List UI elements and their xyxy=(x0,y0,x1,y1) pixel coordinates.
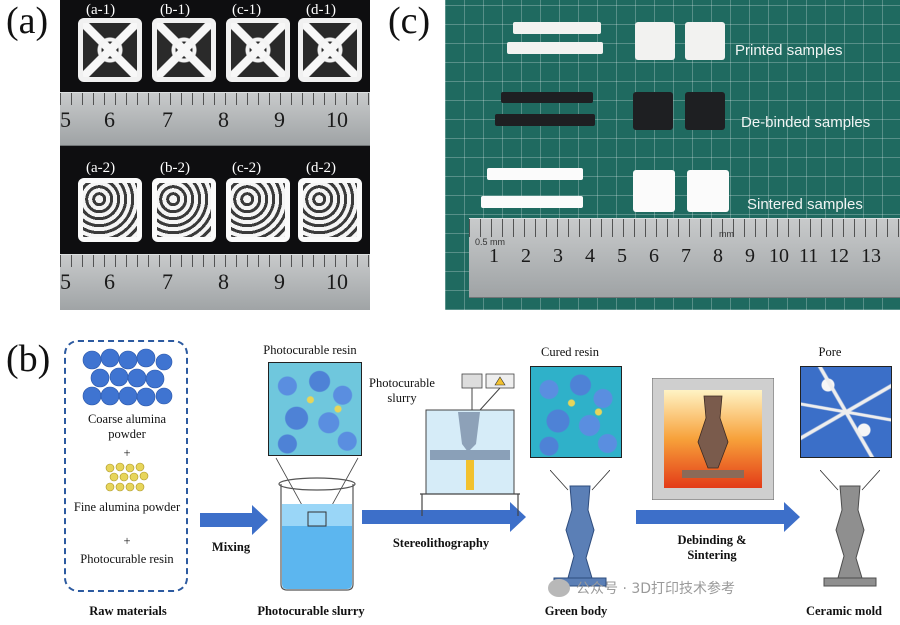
printed-bar xyxy=(513,22,601,34)
lattice-b1 xyxy=(152,18,216,82)
ruler-c-num: 8 xyxy=(713,245,723,267)
sinter-label: Debinding & Sintering xyxy=(677,533,747,562)
debinded-label: De-binded samples xyxy=(741,114,871,131)
debinded-bar xyxy=(501,92,593,103)
watermark: 公众号 · 3D打印技术参考 xyxy=(548,578,735,598)
ruler-bottom-num: 7 xyxy=(162,269,173,294)
ruler-top-num: 7 xyxy=(162,107,173,132)
panel-letter-c: (c) xyxy=(388,0,431,42)
furnace-icon xyxy=(652,378,774,500)
lattice-c2 xyxy=(226,178,290,242)
stereo-arrow xyxy=(362,502,526,532)
green-caption: Green body xyxy=(544,604,608,618)
sintered-square xyxy=(687,170,729,212)
ruler-c-num: 11 xyxy=(799,245,819,267)
ceramic-caption: Ceramic mold xyxy=(805,604,883,618)
ruler-top-num: 6 xyxy=(104,107,115,132)
ruler-c-num: 3 xyxy=(553,245,563,267)
watermark-text: 公众号 · 3D打印技术参考 xyxy=(576,581,736,597)
sintered-square xyxy=(633,170,675,212)
printed-bar xyxy=(507,42,603,54)
ceramic-mold-icon xyxy=(820,470,880,587)
ruler-top-num: 9 xyxy=(274,107,285,132)
printed-square xyxy=(685,22,725,60)
ruler-mm-text: mm xyxy=(719,229,734,239)
label-c1: (c-1) xyxy=(232,2,262,18)
ruler-c-num: 4 xyxy=(585,245,595,267)
stereo-label: Stereolithography xyxy=(392,536,490,550)
ruler-bottom-num: 8 xyxy=(218,269,229,294)
lattice-d2 xyxy=(298,178,362,242)
lattice-a2 xyxy=(78,178,142,242)
printer-icon xyxy=(420,373,520,516)
plus-sign: + xyxy=(123,446,131,460)
label-b2: (b-2) xyxy=(160,160,190,176)
sintered-bar xyxy=(481,196,583,208)
ruler-top-num: 8 xyxy=(218,107,229,132)
sintered-bar xyxy=(487,168,583,180)
coarse-powder-text: Coarse alumina powder xyxy=(87,412,167,441)
ruler-bottom-num: 6 xyxy=(104,269,115,294)
green-inset-label: Cured resin xyxy=(541,345,599,359)
lattice-a1 xyxy=(78,18,142,82)
ruler-bottom-num: 10 xyxy=(326,269,348,294)
printed-square xyxy=(635,22,675,60)
mixing-label: Mixing xyxy=(211,540,251,554)
ruler-top-num: 10 xyxy=(326,107,348,132)
ruler-c-num: 12 xyxy=(829,245,849,267)
ruler-small-text: 0.5 mm xyxy=(475,237,506,247)
label-d2: (d-2) xyxy=(306,160,336,176)
mixing-arrow xyxy=(200,505,268,535)
ruler-bottom: 5 6 7 8 9 10 xyxy=(60,254,370,310)
ruler-top: 5 6 7 8 9 10 xyxy=(60,92,370,146)
slurry-inset xyxy=(268,362,362,456)
lattice-d1 xyxy=(298,18,362,82)
ruler-bottom-num: 5 xyxy=(60,269,71,294)
ruler-bottom-num: 9 xyxy=(274,269,285,294)
label-c2: (c-2) xyxy=(232,160,262,176)
pore-label: Pore xyxy=(818,345,842,359)
coarse-powder-icon xyxy=(82,348,173,407)
ruler-c-num: 9 xyxy=(745,245,755,267)
fine-powder-text: Fine alumina powder xyxy=(73,500,181,514)
slurry-inset-label: Photocurable resin xyxy=(263,343,357,357)
sinter-arrow xyxy=(636,502,800,532)
green-inset xyxy=(530,366,622,458)
panel-c-ruler: 0.5 mm mm 1 2 3 4 5 6 7 8 9 10 11 12 13 xyxy=(469,218,900,298)
panel-a-photo: (a-1) (b-1) (c-1) (d-1) 5 6 7 8 9 10 (a-… xyxy=(60,0,370,310)
label-a2: (a-2) xyxy=(86,160,116,176)
ruler-top-num: 5 xyxy=(60,107,71,132)
ruler-c-num: 2 xyxy=(521,245,531,267)
label-a1: (a-1) xyxy=(86,2,116,18)
ruler-c-num: 7 xyxy=(681,245,691,267)
ruler-c-num: 6 xyxy=(649,245,659,267)
green-body-icon xyxy=(550,470,610,587)
debinded-square xyxy=(633,92,673,130)
raw-materials-box xyxy=(64,340,188,592)
raw-materials-caption: Raw materials xyxy=(89,604,167,618)
debinded-square xyxy=(685,92,725,130)
panel-c-photo: Printed samples De-binded samples Sinter… xyxy=(445,0,900,310)
debinded-bar xyxy=(495,114,595,126)
sintered-label: Sintered samples xyxy=(747,196,863,213)
lattice-c1 xyxy=(226,18,290,82)
printed-label: Printed samples xyxy=(735,42,843,59)
ruler-c-num: 1 xyxy=(489,245,499,267)
ruler-c-num: 10 xyxy=(769,245,789,267)
lattice-b2 xyxy=(152,178,216,242)
ruler-c-num: 13 xyxy=(861,245,881,267)
fine-powder-icon xyxy=(105,462,149,492)
wechat-icon xyxy=(548,579,570,597)
ceramic-inset xyxy=(800,366,892,458)
stereo-slurry-label: Photocurable slurry xyxy=(369,376,435,405)
panel-letter-b: (b) xyxy=(6,338,51,380)
slurry-caption: Photocurable slurry xyxy=(257,604,365,618)
ruler-c-num: 5 xyxy=(617,245,627,267)
panel-letter-a: (a) xyxy=(6,0,49,42)
resin-text: Photocurable resin xyxy=(80,552,174,566)
plus-sign: + xyxy=(123,534,131,548)
label-b1: (b-1) xyxy=(160,2,190,18)
beaker-icon xyxy=(275,457,359,591)
label-d1: (d-1) xyxy=(306,2,336,18)
